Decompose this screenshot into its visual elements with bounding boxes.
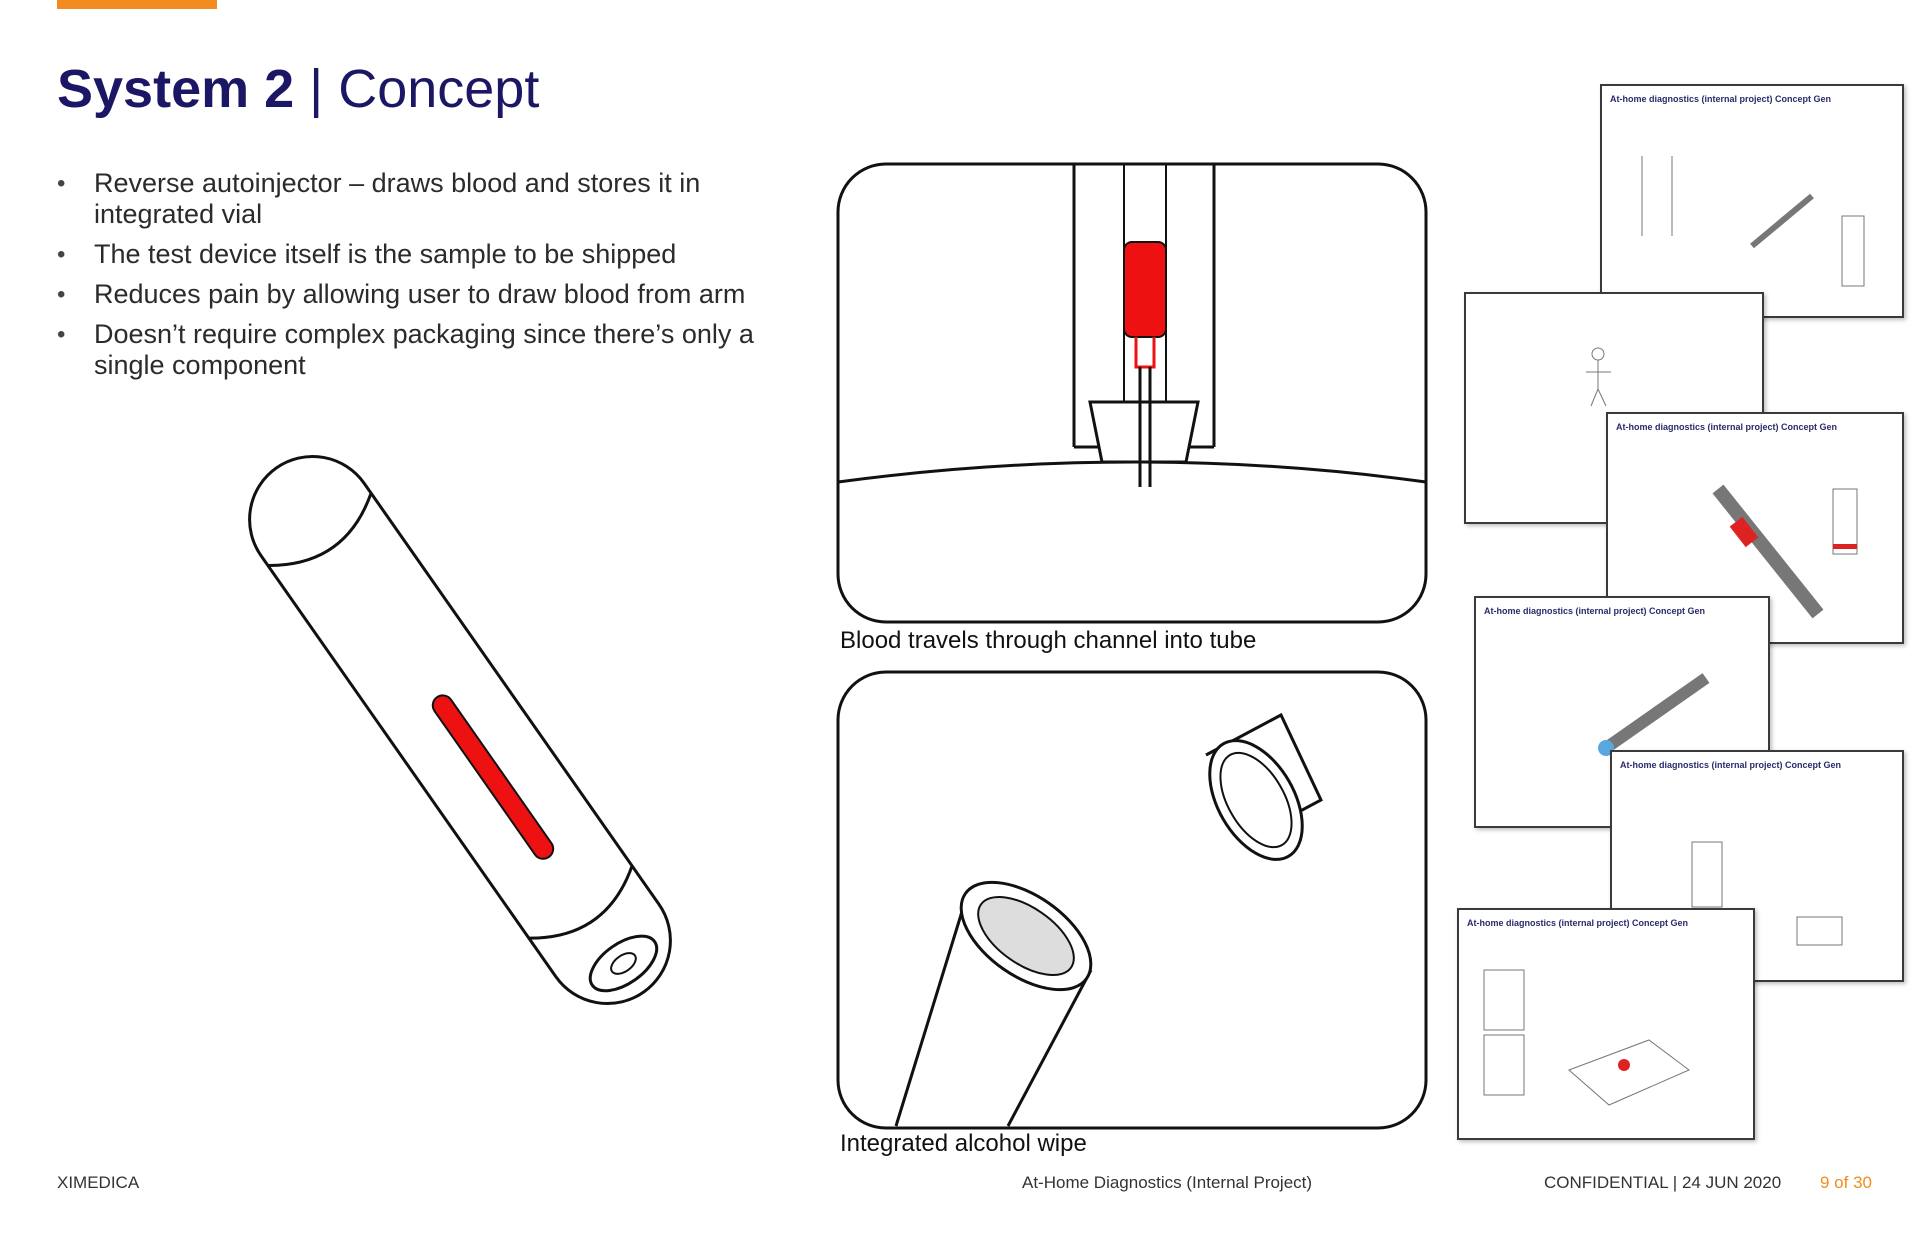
footer-meta: CONFIDENTIAL | 24 JUN 2020	[1544, 1173, 1781, 1193]
sketch-drawing	[1483, 969, 1690, 1106]
sketch-drawing	[1641, 156, 1865, 287]
thumbnail-header: At-home diagnostics (internal project) C…	[1620, 760, 1842, 770]
footer-confidential: CONFIDENTIAL	[1544, 1173, 1669, 1192]
bullet-item: Reduces pain by allowing user to draw bl…	[57, 279, 817, 310]
footer-company: XIMEDICA	[57, 1173, 140, 1192]
bullet-list: Reverse autoinjector – draws blood and s…	[57, 168, 817, 390]
thumbnail-header: At-home diagnostics (internal project) C…	[1610, 94, 1832, 104]
footer-project: At-Home Diagnostics (Internal Project)	[1022, 1173, 1313, 1192]
wipe-caption: Integrated alcohol wipe	[840, 1130, 1087, 1157]
concept-sketch-thumbnail: At-home diagnostics (internal project) C…	[1457, 908, 1755, 1140]
sketch-drawing	[1691, 841, 1843, 946]
slide-title: System 2 | Concept	[57, 58, 539, 120]
channel-detail-illustration	[836, 162, 1428, 624]
sketch-drawing	[1586, 347, 1611, 407]
channel-caption: Blood travels through channel into tube	[840, 627, 1257, 654]
bullet-item: Reverse autoinjector – draws blood and s…	[57, 168, 817, 230]
thumbnail-header: At-home diagnostics (internal project) C…	[1616, 422, 1838, 432]
sketch-drawing	[1712, 484, 1858, 619]
thumbnail-header: At-home diagnostics (internal project) C…	[1484, 606, 1706, 616]
footer-page-number: 9 of 30	[1820, 1173, 1872, 1192]
bullet-item: The test device itself is the sample to …	[57, 239, 817, 270]
device-illustration	[248, 454, 672, 1006]
title-rest: | Concept	[309, 59, 540, 119]
thumbnail-header: At-home diagnostics (internal project) C…	[1467, 918, 1689, 928]
bullet-item: Doesn’t require complex packaging since …	[57, 319, 817, 381]
footer-date: 24 JUN 2020	[1681, 1173, 1782, 1192]
top-accent-bar	[57, 0, 217, 9]
alcohol-wipe-illustration	[836, 670, 1428, 1130]
footer-separator: |	[1672, 1173, 1678, 1192]
title-bold: System 2	[57, 59, 295, 119]
concept-sketch-thumbnail: At-home diagnostics (internal project) C…	[1600, 84, 1904, 318]
